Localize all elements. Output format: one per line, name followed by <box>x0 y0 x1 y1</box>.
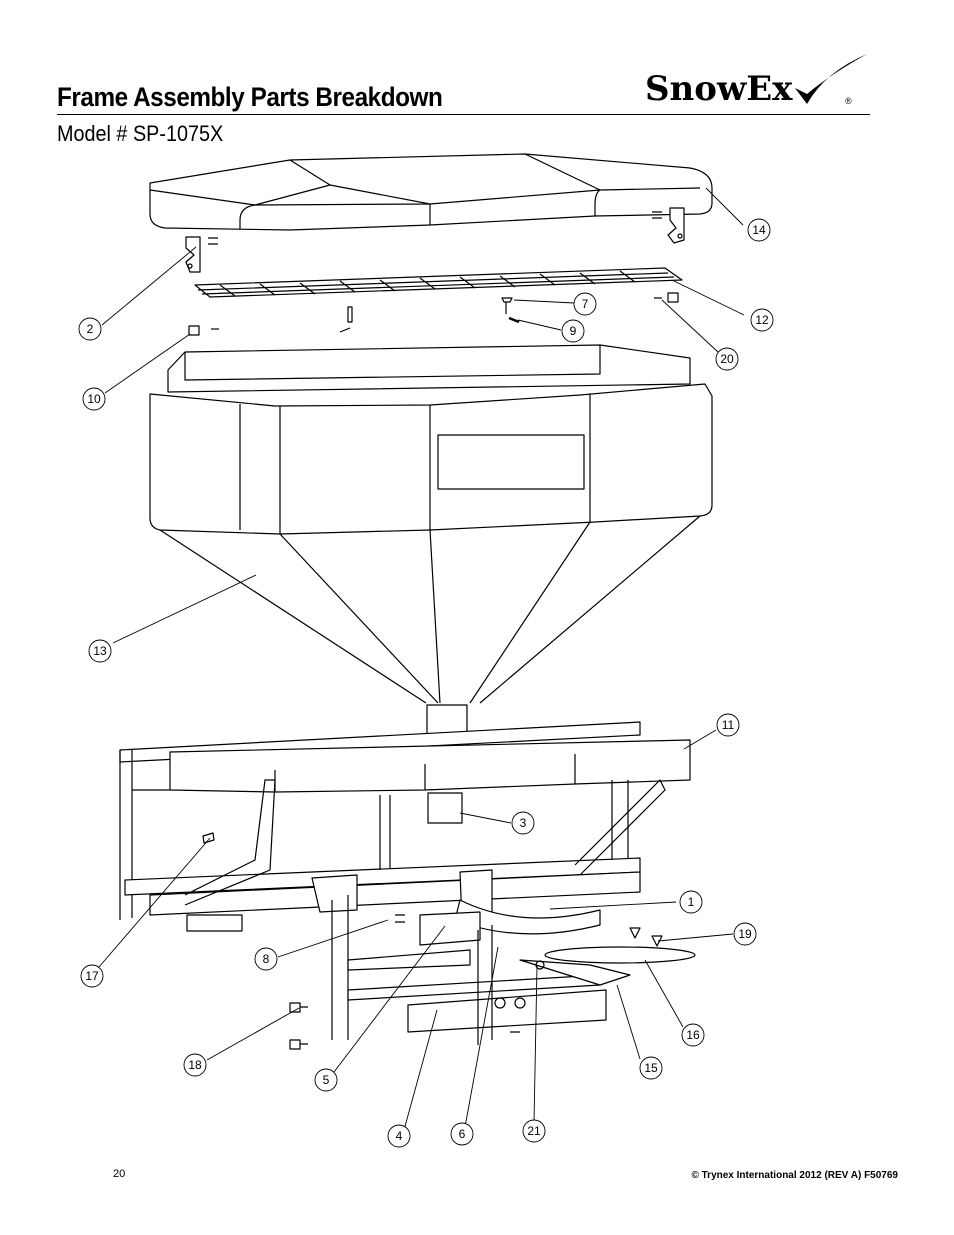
callout-16: 16 <box>681 1023 705 1047</box>
callout-11: 11 <box>716 713 740 737</box>
callout-18: 18 <box>183 1053 207 1077</box>
callout-14: 14 <box>747 218 771 242</box>
callout-21: 21 <box>522 1119 546 1143</box>
svg-text:18: 18 <box>188 1058 202 1072</box>
svg-text:1: 1 <box>688 895 695 909</box>
svg-text:6: 6 <box>459 1127 466 1141</box>
callout-20: 20 <box>715 347 739 371</box>
page-number: 20 <box>113 1168 126 1180</box>
callout-15: 15 <box>639 1056 663 1080</box>
center-pin <box>339 306 353 333</box>
callout-9: 9 <box>561 319 585 343</box>
callout-13: 13 <box>88 639 112 663</box>
callout-2: 2 <box>78 317 102 341</box>
svg-text:15: 15 <box>644 1061 658 1075</box>
svg-text:7: 7 <box>582 297 589 311</box>
svg-text:9: 9 <box>570 324 577 338</box>
leader-lines <box>98 187 745 1131</box>
svg-text:10: 10 <box>87 392 101 406</box>
callout-5: 5 <box>314 1068 338 1092</box>
svg-text:3: 3 <box>520 816 527 830</box>
callout-12: 12 <box>750 308 774 332</box>
svg-text:8: 8 <box>263 952 270 966</box>
svg-text:2: 2 <box>87 322 94 336</box>
spinner-pins <box>629 927 663 947</box>
callout-1: 1 <box>679 890 703 914</box>
left-clip <box>188 325 219 336</box>
svg-text:12: 12 <box>755 313 769 327</box>
registered-mark: ® <box>845 96 852 106</box>
callout-7: 7 <box>573 292 597 316</box>
mounting-bolt-lower <box>289 1039 308 1050</box>
svg-text:5: 5 <box>323 1073 330 1087</box>
page-title: Frame Assembly Parts Breakdown <box>57 82 443 112</box>
callout-3: 3 <box>511 811 535 835</box>
svg-text:14: 14 <box>752 223 766 237</box>
mounting-bolt-upper <box>289 1002 308 1013</box>
copyright-footer: © Trynex International 2012 (REV A) F507… <box>691 1170 898 1181</box>
model-number: Model # SP-1075X <box>57 121 224 146</box>
right-hinge <box>652 207 685 244</box>
callout-8: 8 <box>254 947 278 971</box>
svg-text:21: 21 <box>527 1124 541 1138</box>
callout-4: 4 <box>387 1124 411 1148</box>
callout-19: 19 <box>733 922 757 946</box>
svg-text:17: 17 <box>85 969 99 983</box>
svg-text:11: 11 <box>722 718 735 732</box>
hopper <box>149 344 713 748</box>
logo-text: SnowEx <box>645 69 793 108</box>
check-swoosh-icon <box>795 54 867 104</box>
svg-text:16: 16 <box>686 1028 700 1042</box>
washer <box>508 316 520 324</box>
svg-text:13: 13 <box>93 644 107 658</box>
right-clip <box>654 292 679 303</box>
frame-bolt <box>202 832 215 844</box>
svg-text:19: 19 <box>738 927 752 941</box>
spinner-bolts <box>395 914 520 1033</box>
callout-10: 10 <box>82 387 106 411</box>
callout-6: 6 <box>450 1122 474 1146</box>
left-hinge <box>185 236 218 273</box>
svg-text:4: 4 <box>396 1129 403 1143</box>
title-rule <box>57 114 870 115</box>
svg-text:20: 20 <box>720 352 734 366</box>
callout-17: 17 <box>80 964 104 988</box>
screen-bolt <box>501 297 513 314</box>
main-frame <box>119 721 691 932</box>
hopper-cover <box>149 153 713 231</box>
hopper-screen <box>194 267 683 298</box>
snowex-logo: SnowEx ® <box>645 54 867 108</box>
